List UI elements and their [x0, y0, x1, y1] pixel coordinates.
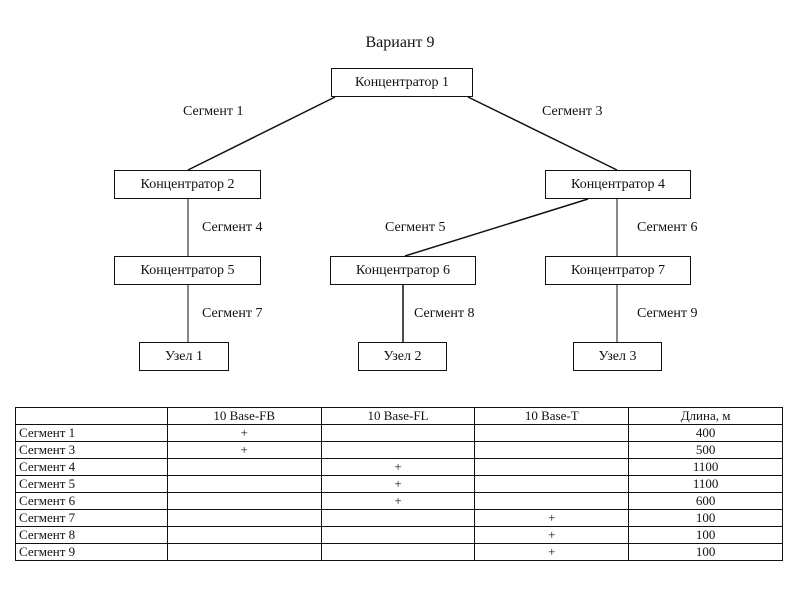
cell-10base-fl	[320, 543, 476, 561]
row-segment: Сегмент 8	[15, 526, 168, 544]
cell-10base-t	[474, 424, 630, 442]
hub-5: Концентратор 5	[114, 256, 261, 285]
row-segment: Сегмент 6	[15, 492, 168, 510]
table-row: Сегмент 9 + 100	[15, 543, 783, 561]
cell-10base-fb	[166, 475, 322, 493]
cell-length: 500	[628, 441, 783, 459]
table-row: Сегмент 1 + 400	[15, 424, 783, 442]
table-row: Сегмент 8 + 100	[15, 526, 783, 544]
node-3: Узел 3	[573, 342, 662, 371]
cell-10base-fl	[320, 441, 476, 459]
cell-10base-fb	[166, 492, 322, 510]
table-row: Сегмент 7 + 100	[15, 509, 783, 527]
row-segment: Сегмент 9	[15, 543, 168, 561]
row-segment: Сегмент 1	[15, 424, 168, 442]
header-10base-t: 10 Base-T	[474, 407, 630, 425]
segment-label-5: Сегмент 5	[385, 220, 446, 235]
table-row: Сегмент 4 + 1100	[15, 458, 783, 476]
node-1: Узел 1	[139, 342, 229, 371]
hub-4: Концентратор 4	[545, 170, 691, 199]
topology-links	[187, 96, 618, 342]
row-segment: Сегмент 7	[15, 509, 168, 527]
row-segment: Сегмент 3	[15, 441, 168, 459]
cell-length: 100	[628, 543, 783, 561]
segment-label-1: Сегмент 1	[183, 104, 244, 119]
cell-length: 100	[628, 526, 783, 544]
header-10base-fb: 10 Base-FB	[166, 407, 322, 425]
cell-10base-fb: +	[166, 424, 322, 442]
cell-10base-fl: +	[320, 492, 476, 510]
table-row: Сегмент 6 + 600	[15, 492, 783, 510]
cell-10base-fl: +	[320, 475, 476, 493]
header-empty	[15, 407, 168, 425]
node-2: Узел 2	[358, 342, 447, 371]
hub-2: Концентратор 2	[114, 170, 261, 199]
segment-label-8: Сегмент 8	[414, 306, 475, 321]
link-segment-3	[467, 96, 618, 171]
cell-10base-fl	[320, 509, 476, 527]
table-row: Сегмент 5 + 1100	[15, 475, 783, 493]
diagram-title: Вариант 9	[365, 34, 435, 51]
segment-spec-table: 10 Base-FB 10 Base-FL 10 Base-T Длина, м…	[15, 407, 783, 561]
cell-10base-fl	[320, 526, 476, 544]
cell-10base-t	[474, 475, 630, 493]
hub-7: Концентратор 7	[545, 256, 691, 285]
header-length: Длина, м	[628, 407, 783, 425]
link-segment-5	[404, 198, 589, 257]
cell-length: 100	[628, 509, 783, 527]
cell-length: 1100	[628, 458, 783, 476]
cell-length: 400	[628, 424, 783, 442]
cell-length: 1100	[628, 475, 783, 493]
table-header-row: 10 Base-FB 10 Base-FL 10 Base-T Длина, м	[15, 407, 783, 425]
cell-10base-t: +	[474, 543, 630, 561]
hub-6: Концентратор 6	[330, 256, 476, 285]
cell-10base-fl: +	[320, 458, 476, 476]
segment-label-3: Сегмент 3	[542, 104, 603, 119]
segment-label-6: Сегмент 6	[637, 220, 698, 235]
cell-10base-t	[474, 458, 630, 476]
cell-10base-fb: +	[166, 441, 322, 459]
segment-label-4: Сегмент 4	[202, 220, 263, 235]
cell-10base-fb	[166, 509, 322, 527]
cell-10base-fl	[320, 424, 476, 442]
cell-10base-t: +	[474, 509, 630, 527]
cell-10base-fb	[166, 526, 322, 544]
cell-10base-t	[474, 492, 630, 510]
cell-10base-t: +	[474, 526, 630, 544]
header-10base-fl: 10 Base-FL	[320, 407, 476, 425]
segment-label-7: Сегмент 7	[202, 306, 263, 321]
cell-10base-fb	[166, 543, 322, 561]
cell-10base-t	[474, 441, 630, 459]
table-row: Сегмент 3 + 500	[15, 441, 783, 459]
cell-10base-fb	[166, 458, 322, 476]
segment-label-9: Сегмент 9	[637, 306, 698, 321]
hub-1: Концентратор 1	[331, 68, 473, 97]
row-segment: Сегмент 4	[15, 458, 168, 476]
link-segment-1	[187, 96, 336, 171]
cell-length: 600	[628, 492, 783, 510]
row-segment: Сегмент 5	[15, 475, 168, 493]
